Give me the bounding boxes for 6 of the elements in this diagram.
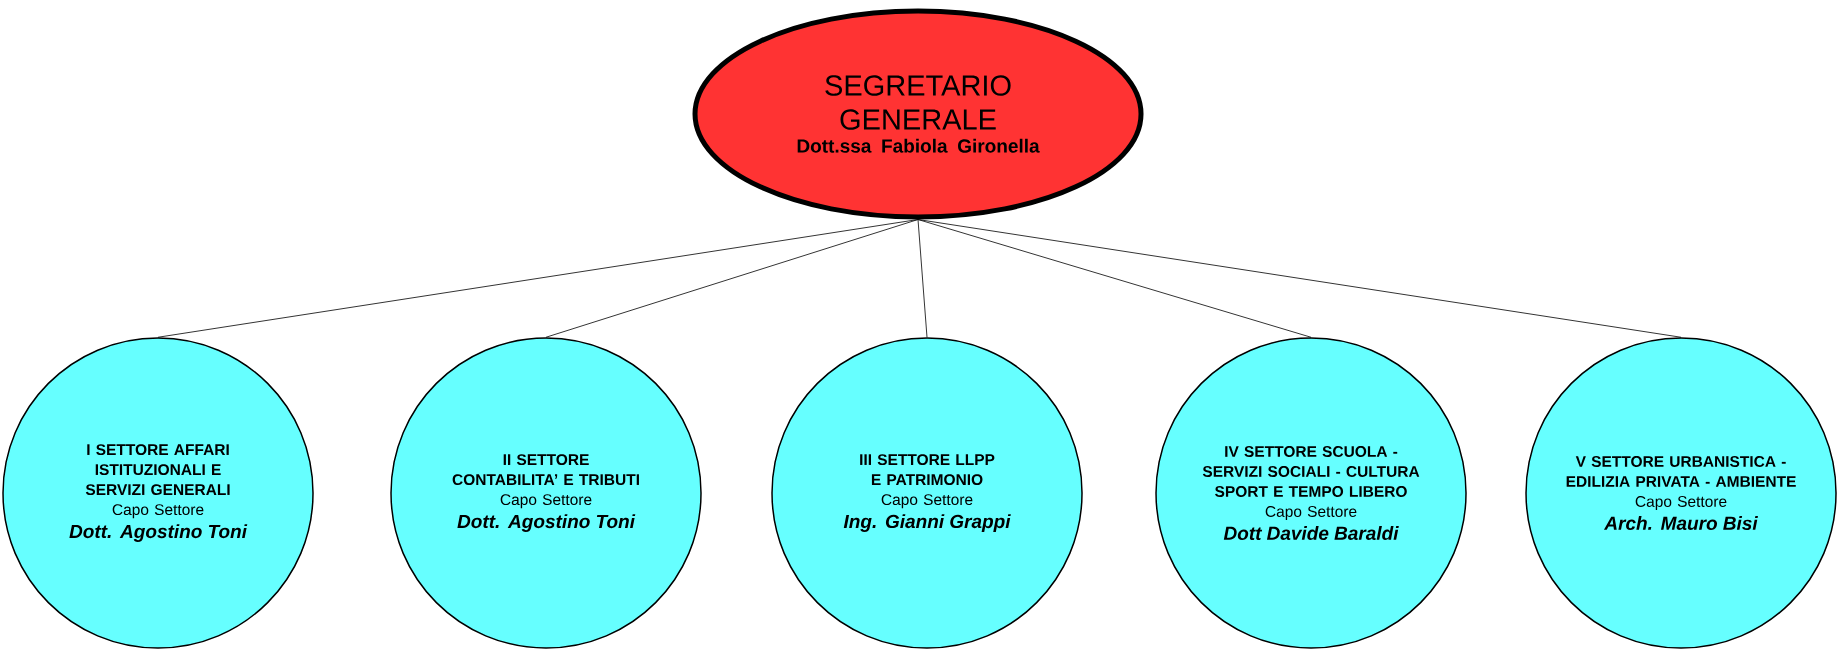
connector-line xyxy=(917,219,1682,338)
connector-line xyxy=(917,219,1312,338)
connector-line xyxy=(917,219,928,338)
oval-box: SEGRETARIO GENERALE Dott.ssa Fabiola Gironella xyxy=(692,8,1144,220)
connector-line xyxy=(545,219,919,338)
connector-line xyxy=(157,219,919,338)
